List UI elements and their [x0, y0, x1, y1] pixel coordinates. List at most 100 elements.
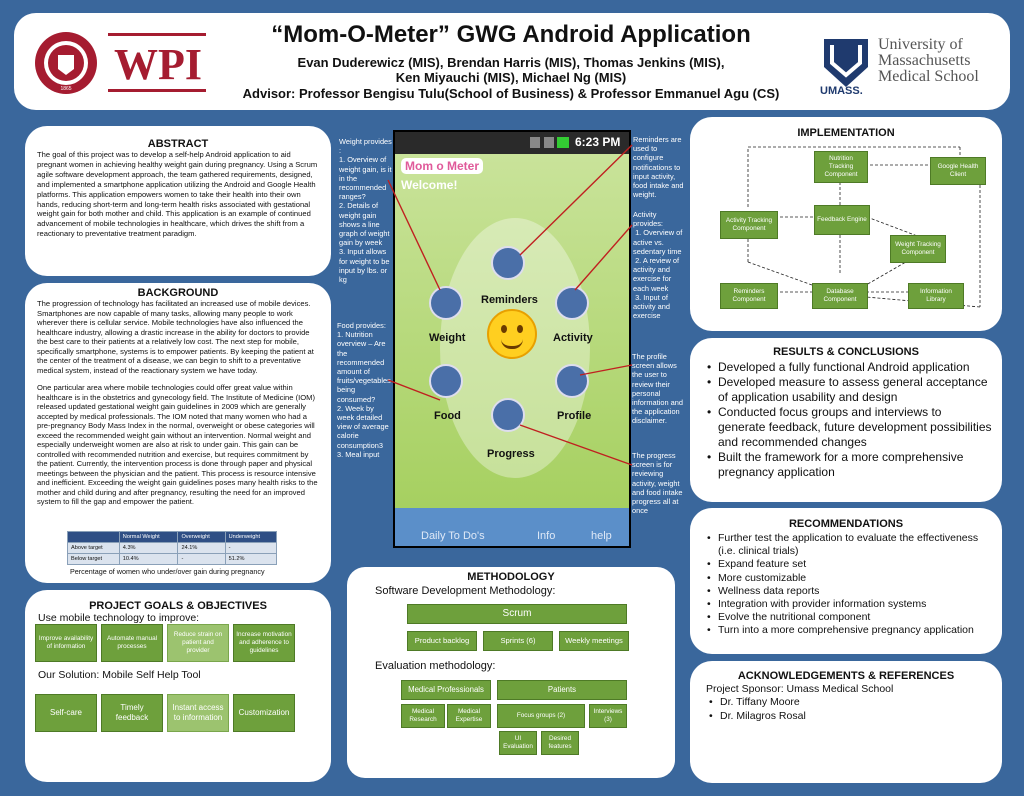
result-item: Developed measure to assess general acce…	[704, 375, 992, 405]
umass-line-2: Massachusetts	[878, 52, 971, 69]
scrum-item-box: Product backlog	[407, 631, 477, 651]
table-header	[67, 531, 120, 543]
table-cell: 24.1%	[177, 542, 226, 554]
table-caption: Percentage of women who under/over gain …	[70, 567, 265, 576]
goals-subtitle-2: Our Solution: Mobile Self Help Tool	[38, 669, 201, 681]
help-button[interactable]: help	[591, 530, 612, 542]
progress-icon[interactable]	[491, 398, 525, 432]
activity-icon[interactable]	[555, 286, 589, 320]
umass-shield-icon	[824, 39, 868, 87]
database-box: Database Component	[812, 283, 868, 309]
information-library-box: Information Library	[908, 283, 964, 309]
menu-reminders[interactable]: Reminders	[481, 294, 538, 306]
menu-weight[interactable]: Weight	[429, 332, 466, 344]
header-panel: 1865 WPI “Mom-O-Meter” GWG Android Appli…	[14, 13, 1010, 110]
svg-text:1865: 1865	[60, 86, 71, 92]
phone-screenshot: 6:23 PM Mom o Meter Welcome! Reminders W…	[393, 130, 631, 548]
table-row: Above target 4.3% 24.1% -	[67, 542, 278, 554]
svg-text:WPI: WPI	[114, 40, 202, 89]
goal-box: Reduce strain on patient and provider	[167, 624, 229, 662]
food-icon[interactable]	[429, 364, 463, 398]
umass-logo: UMASS. University of Massachusetts Medic…	[820, 35, 996, 98]
abstract-text: The goal of this project was to develop …	[37, 150, 318, 239]
goals-title: PROJECT GOALS & OBJECTIVES	[89, 600, 267, 612]
authors-line-2: Ken Miyauchi (MIS), Michael Ng (MIS)	[395, 70, 627, 85]
umass-line-1: University of	[878, 36, 963, 53]
daily-todos-button[interactable]: Daily To Do's	[421, 530, 485, 542]
methodology-subtitle-1: Software Development Methodology:	[375, 585, 556, 597]
menu-progress[interactable]: Progress	[487, 448, 535, 460]
authors-line-1: Evan Duderewicz (MIS), Brendan Harris (M…	[297, 55, 725, 70]
note-progress: The progress screen is for reviewing act…	[632, 451, 685, 516]
table-cell: 51.2%	[224, 553, 278, 565]
table-row: Below target 10.4% - 51.2%	[67, 553, 278, 565]
table-header: Overweight	[177, 531, 226, 543]
abstract-title: ABSTRACT	[147, 138, 209, 150]
medical-professionals-box: Medical Professionals	[401, 680, 491, 700]
note-weight: Weight provides : 1. Overview of weight …	[339, 137, 392, 285]
recommendation-item: More customizable	[704, 572, 994, 585]
table-cell: 4.3%	[118, 542, 179, 554]
feedback-engine-box: Feedback Engine	[814, 205, 870, 235]
weight-gain-table: Normal Weight Overweight Underweight Abo…	[67, 531, 278, 565]
recommendation-item: Turn into a more comprehensive pregnancy…	[704, 624, 994, 637]
table-cell: Above target	[67, 542, 120, 554]
goals-panel: PROJECT GOALS & OBJECTIVES Use mobile te…	[25, 590, 331, 782]
med-item-box: Medical Research	[401, 704, 445, 728]
recommendation-item: Further test the application to evaluate…	[704, 532, 994, 558]
scrum-box: Scrum	[407, 604, 627, 624]
solution-box: Customization	[233, 694, 295, 732]
recommendation-item: Integration with provider information sy…	[704, 598, 994, 611]
network-icon	[544, 137, 554, 148]
umass-wordmark: UMASS.	[820, 85, 863, 97]
implementation-panel: IMPLEMENTATION Nutrition Tracking Compon…	[690, 117, 1002, 331]
table-cell: Below target	[67, 553, 120, 565]
ack-item: Dr. Milagros Rosal	[706, 710, 992, 724]
focus-item-box: Desired features	[541, 731, 579, 755]
note-food: Food provides: 1. Nutrition overview – A…	[337, 321, 391, 459]
result-item: Developed a fully functional Android app…	[704, 360, 992, 375]
weight-icon[interactable]	[429, 286, 463, 320]
interviews-box: Interviews (3)	[589, 704, 627, 728]
solution-box: Timely feedback	[101, 694, 163, 732]
ack-title: ACKNOWLEDGEMENTS & REFERENCES	[737, 670, 955, 682]
info-button[interactable]: Info	[537, 530, 556, 542]
app-logo: Mom o Meter	[401, 158, 484, 174]
scrum-item-box: Weekly meetings	[559, 631, 629, 651]
activity-tracking-box: Activity Tracking Component	[720, 211, 778, 239]
focus-item-box: UI Evaluation	[499, 731, 537, 755]
med-item-box: Medical Expertise	[447, 704, 491, 728]
recommendation-item: Expand feature set	[704, 558, 994, 571]
focus-groups-box: Focus groups (2)	[497, 704, 585, 728]
solution-box: Self-care	[35, 694, 97, 732]
implementation-title: IMPLEMENTATION	[797, 127, 895, 139]
recommendations-title: RECOMMENDATIONS	[788, 518, 904, 530]
umass-line-3: Medical School	[878, 68, 979, 85]
reminders-icon[interactable]	[491, 246, 525, 280]
poster-title: “Mom-O-Meter” GWG Android Application	[271, 21, 751, 48]
table-header: Normal Weight	[118, 531, 179, 543]
abstract-panel: ABSTRACT The goal of this project was to…	[25, 126, 331, 276]
result-item: Built the framework for a more comprehen…	[704, 450, 992, 480]
methodology-panel: METHODOLOGY Software Development Methodo…	[347, 567, 675, 778]
weight-tracking-box: Weight Tracking Component	[890, 235, 946, 263]
recommendations-panel: RECOMMENDATIONS Further test the applica…	[690, 508, 1002, 654]
welcome-text: Welcome!	[401, 178, 458, 192]
profile-icon[interactable]	[555, 364, 589, 398]
background-p2: One particular area where mobile technol…	[37, 383, 318, 506]
menu-activity[interactable]: Activity	[553, 332, 593, 344]
goals-subtitle-1: Use mobile technology to improve:	[38, 612, 200, 624]
menu-food[interactable]: Food	[434, 410, 461, 422]
recommendation-item: Evolve the nutritional component	[704, 611, 994, 624]
recommendation-item: Wellness data reports	[704, 585, 994, 598]
goal-box: Increase motivation and adherence to gui…	[233, 624, 295, 662]
table-header: Underweight	[224, 531, 278, 543]
google-health-box: Google Health Client	[930, 157, 986, 185]
nutrition-tracking-box: Nutrition Tracking Component	[814, 151, 868, 183]
advisor-line: Advisor: Professor Bengisu Tulu(School o…	[242, 86, 780, 101]
note-reminders: Reminders are used to configure notifica…	[633, 135, 686, 200]
menu-profile[interactable]: Profile	[557, 410, 592, 422]
solution-box: Instant access to information	[167, 694, 229, 732]
methodology-title: METHODOLOGY	[467, 571, 555, 583]
goal-box: Improve availability of information	[35, 624, 97, 662]
